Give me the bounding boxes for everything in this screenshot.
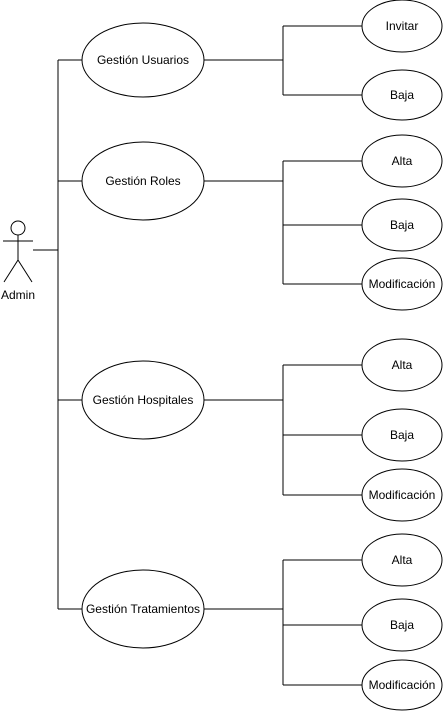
use-case-hospitales-baja[interactable]: Baja xyxy=(361,408,443,462)
use-case-label: Alta xyxy=(392,358,413,372)
actor-stick-figure-icon xyxy=(3,220,33,283)
use-case-label: Gestión Hospitales xyxy=(93,393,194,407)
use-case-tratamientos-modificacion[interactable]: Modificación xyxy=(361,659,443,711)
actor-label: Admin xyxy=(1,288,35,302)
actor-admin[interactable]: Admin xyxy=(1,220,35,302)
use-case-roles-alta[interactable]: Alta xyxy=(361,134,443,188)
use-case-label: Modificación xyxy=(369,488,436,502)
use-case-roles-baja[interactable]: Baja xyxy=(361,198,443,252)
use-case-label: Baja xyxy=(390,218,414,232)
use-case-label: Baja xyxy=(390,428,414,442)
use-case-gestion-roles[interactable]: Gestión Roles xyxy=(81,141,205,221)
use-case-label: Alta xyxy=(392,154,413,168)
use-case-usuarios-invitar[interactable]: Invitar xyxy=(361,0,443,53)
use-case-label: Baja xyxy=(390,88,414,102)
use-case-label: Gestión Roles xyxy=(105,174,180,188)
use-case-tratamientos-alta[interactable]: Alta xyxy=(361,533,443,587)
use-case-label: Gestión Tratamientos xyxy=(86,602,200,616)
use-case-label: Gestión Usuarios xyxy=(97,53,189,67)
use-case-usuarios-baja[interactable]: Baja xyxy=(361,69,443,121)
use-case-label: Baja xyxy=(390,618,414,632)
use-case-label: Modificación xyxy=(369,678,436,692)
use-case-gestion-hospitales[interactable]: Gestión Hospitales xyxy=(81,360,205,440)
use-case-gestion-tratamientos[interactable]: Gestión Tratamientos xyxy=(81,569,205,649)
use-case-tratamientos-baja[interactable]: Baja xyxy=(361,598,443,652)
use-case-roles-modificacion[interactable]: Modificación xyxy=(361,257,443,311)
use-case-hospitales-alta[interactable]: Alta xyxy=(361,338,443,392)
use-case-label: Invitar xyxy=(386,19,419,33)
use-case-gestion-usuarios[interactable]: Gestión Usuarios xyxy=(81,22,205,98)
use-case-label: Modificación xyxy=(369,277,436,291)
use-case-hospitales-modificacion[interactable]: Modificación xyxy=(361,468,443,522)
connector-lines xyxy=(33,25,362,686)
use-case-label: Alta xyxy=(392,553,413,567)
